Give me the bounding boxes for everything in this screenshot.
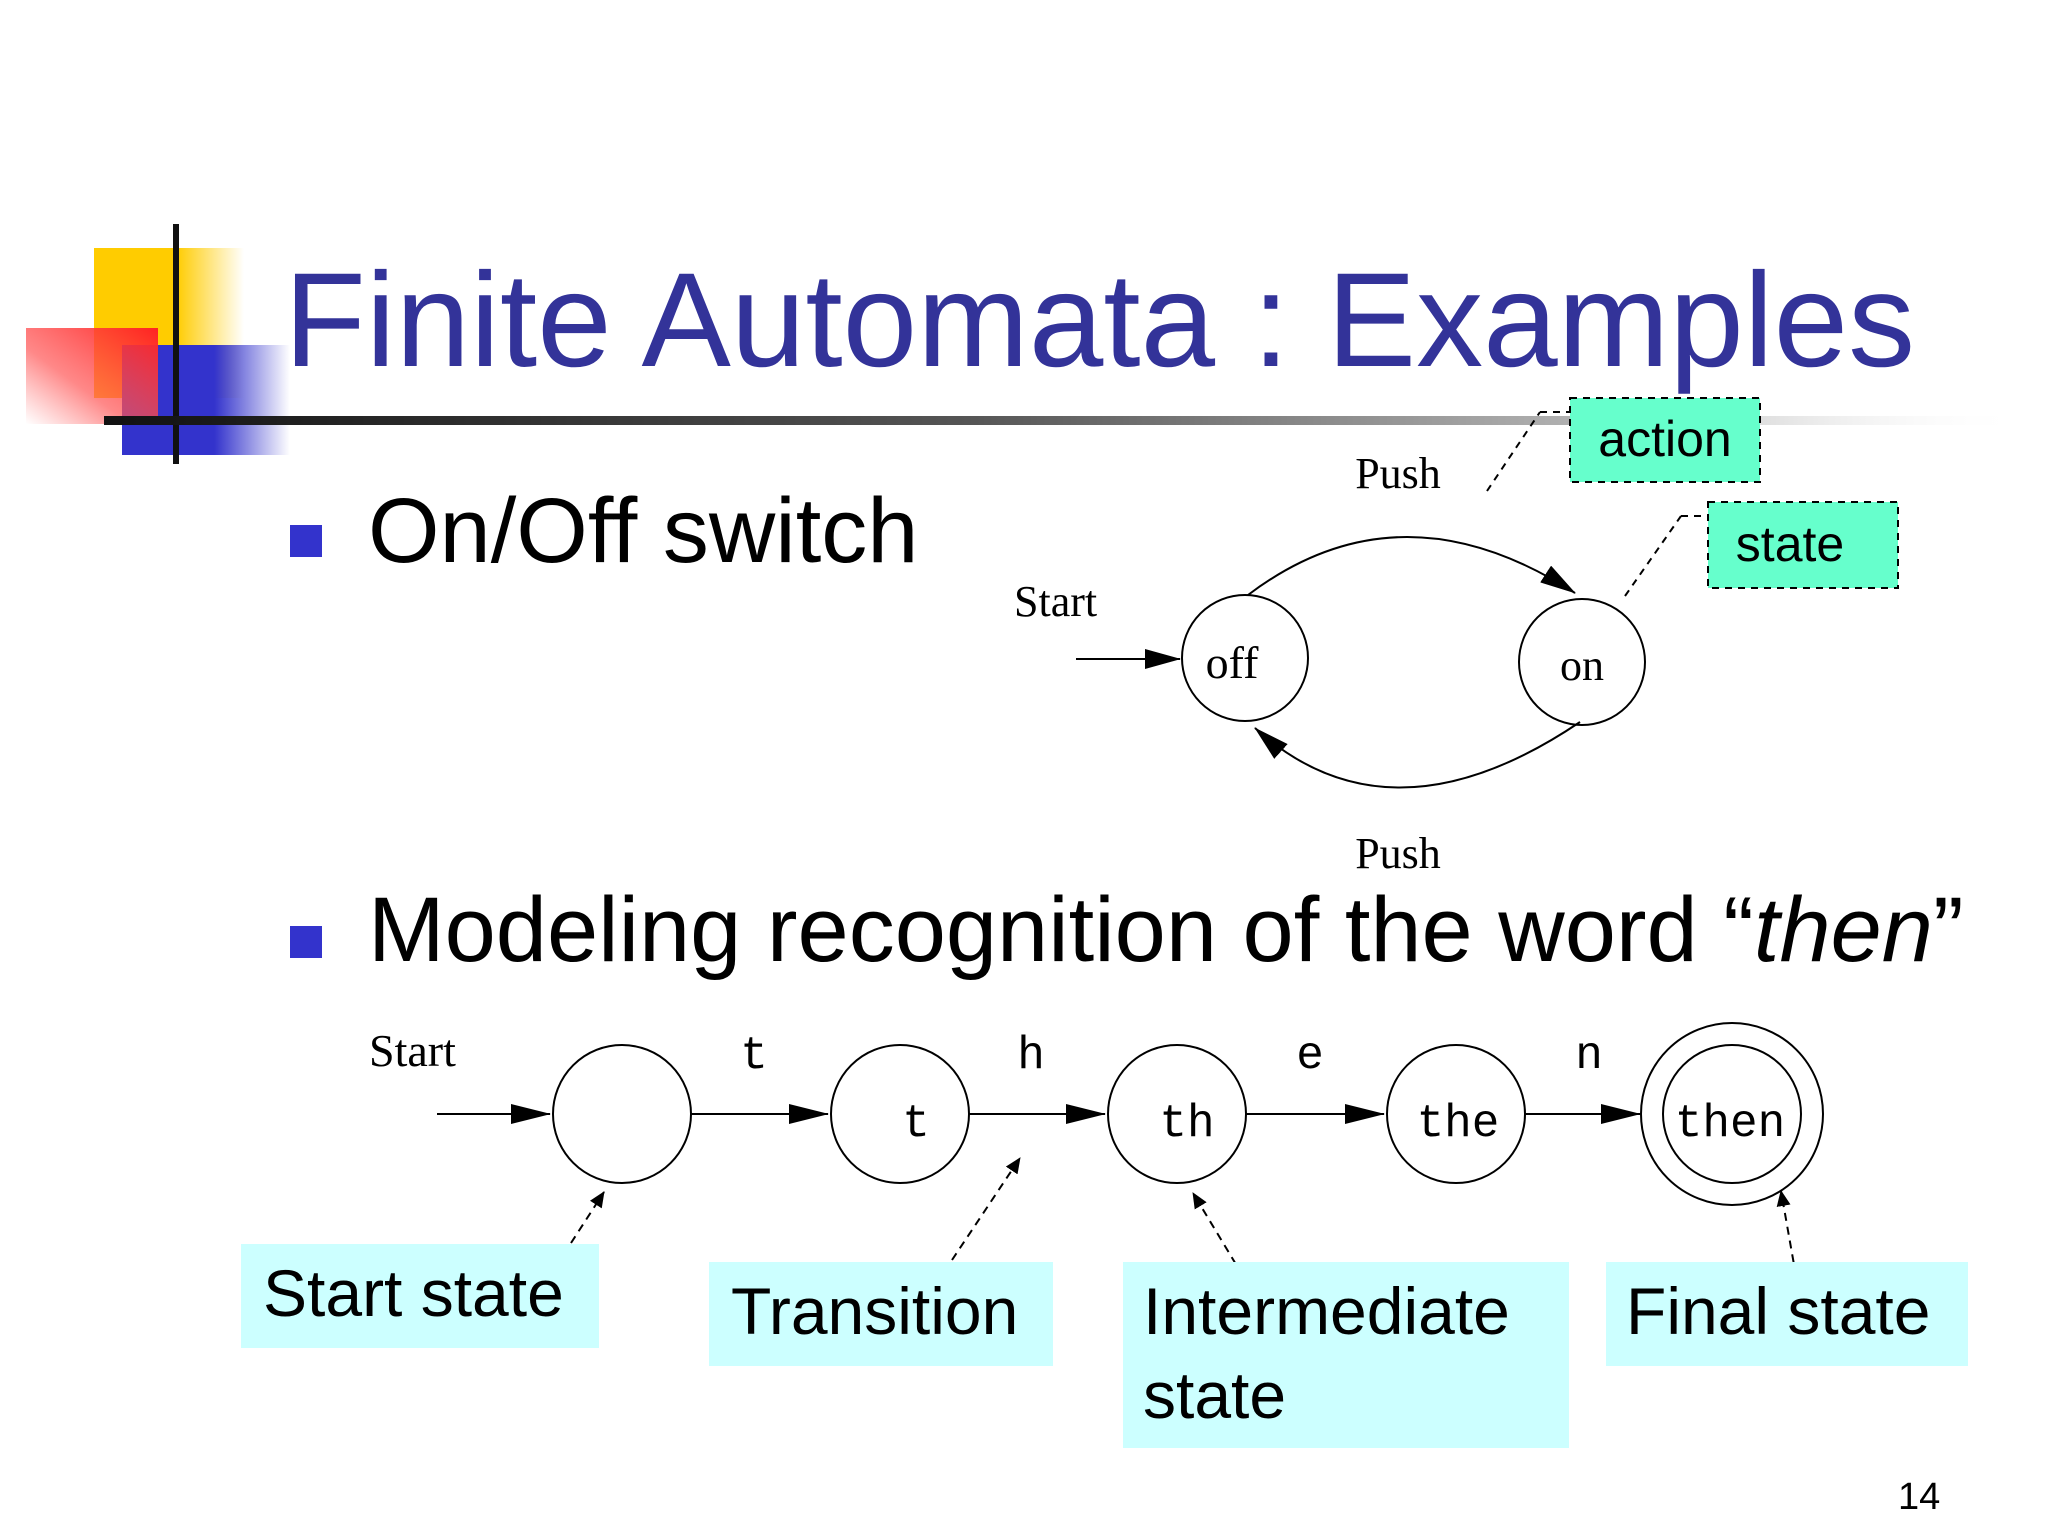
transition-e-label: e: [1296, 1030, 1324, 1082]
final-state-callout-box: [1606, 1262, 1968, 1366]
start-state-callout-box: [241, 1244, 599, 1348]
action-callout-box: [1569, 397, 1761, 483]
transition-callout-box: [709, 1262, 1053, 1366]
page-number: 14: [1898, 1476, 1941, 1518]
bullet-text: On/Off switch: [368, 480, 919, 582]
bullet-text-prefix: Modeling recognition of the word “: [368, 879, 1754, 981]
state-off-label: off: [1206, 637, 1259, 688]
final-state-pointer: [1776, 1190, 1797, 1277]
intermediate-state-callout-line1: Intermediate: [1143, 1274, 1510, 1348]
transition-push-on-to-off: [1254, 721, 1581, 789]
start-state-callout-text: Start state: [263, 1256, 564, 1330]
state-t: [830, 1044, 970, 1184]
slide-title: Finite Automata : Examples: [284, 246, 1916, 395]
transition-callout-text: Transition: [731, 1274, 1018, 1348]
push-label-top: Push: [1355, 449, 1441, 498]
bullet-text-italic: then: [1753, 879, 1933, 981]
bullet-text: Modeling recognition of the word “then”: [368, 880, 1964, 980]
transition-pointer: [951, 1157, 1021, 1261]
transition-push-off-to-on: [1247, 536, 1576, 596]
state-off: [1181, 594, 1309, 722]
transition-t-label: t: [740, 1030, 768, 1082]
start-state-pointer: [570, 1191, 605, 1244]
state-th-label: th: [1159, 1098, 1214, 1150]
state-then-label: then: [1675, 1098, 1785, 1150]
state-callout-box: [1707, 501, 1899, 589]
switch-start-label: Start: [1014, 577, 1097, 626]
state-the-label: the: [1417, 1098, 1500, 1150]
final-state-callout-text: Final state: [1626, 1274, 1930, 1348]
action-callout-pointer: [1486, 411, 1541, 492]
push-label-bottom: Push: [1355, 829, 1441, 878]
state-callout-text: state: [1736, 516, 1844, 572]
state-on: [1518, 598, 1646, 726]
state-empty: [552, 1044, 692, 1184]
transition-h-label: h: [1017, 1030, 1045, 1082]
bullet-square-icon: [290, 926, 322, 958]
intermediate-state-callout-box: [1123, 1262, 1569, 1448]
state-on-label: on: [1560, 641, 1604, 690]
deco-vertical-line: [173, 224, 179, 464]
deco-red-square: [26, 328, 158, 424]
intermediate-state-callout-line2: state: [1143, 1358, 1286, 1432]
bullet-text-suffix: ”: [1932, 879, 1964, 981]
state-callout-pointer: [1624, 515, 1682, 597]
word-start-label: Start: [369, 1025, 456, 1076]
action-callout-text: action: [1598, 411, 1731, 467]
transition-n-label: n: [1575, 1030, 1603, 1082]
state-then-inner: [1662, 1044, 1802, 1184]
title-rule: [104, 416, 2024, 425]
bullet-square-icon: [290, 525, 322, 557]
state-t-label: t: [902, 1098, 930, 1150]
